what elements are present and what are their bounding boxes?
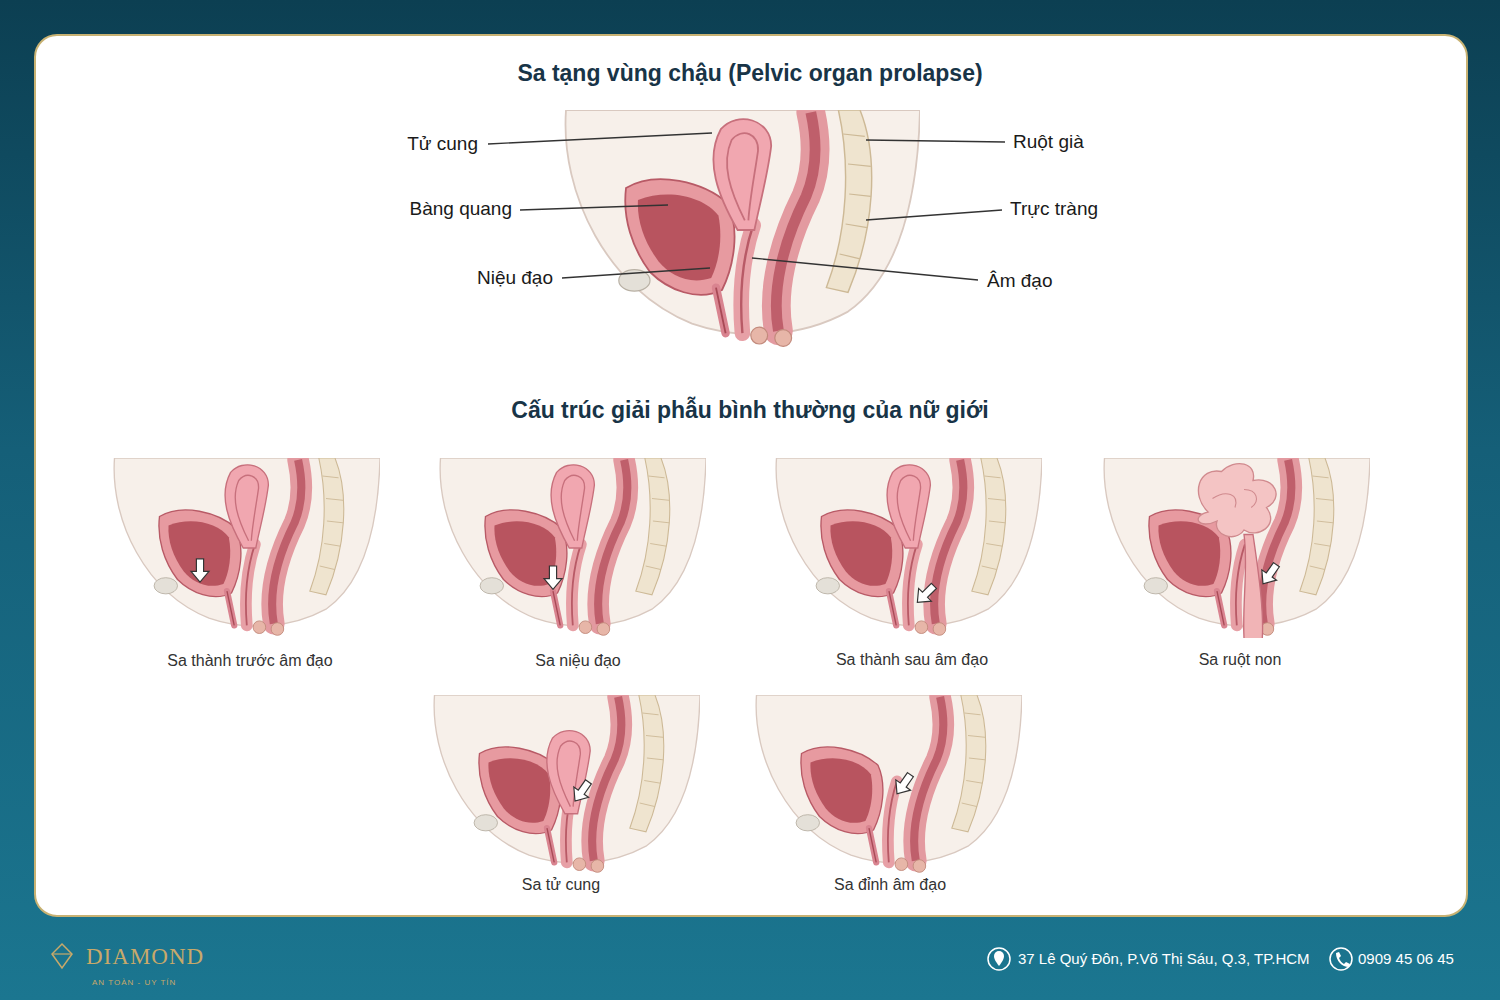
panel-uterine [434,695,700,872]
brand-slogan: AN TOÀN - UY TÍN [92,978,176,987]
panel-caption: Sa thành sau âm đạo [836,651,988,669]
organ-label: Tử cung [407,133,478,155]
panel-anterior [114,458,380,635]
panel-vault [756,695,1022,872]
panel-caption: Sa tử cung [522,876,600,894]
panel-caption: Sa thành trước âm đạo [167,652,332,670]
panel-urethra [440,458,706,635]
card [35,35,1467,916]
section-heading: Cấu trúc giải phẫu bình thường của nữ gi… [511,397,988,423]
panel-caption: Sa niệu đạo [535,652,620,670]
location-icon [988,948,1010,970]
panel-caption: Sa ruột non [1199,651,1282,669]
panel-posterior [776,458,1042,635]
organ-label: Ruột già [1013,131,1084,153]
organ-label: Trực tràng [1010,198,1098,220]
main-anatomy [565,110,920,346]
phone-icon [1330,948,1352,970]
organ-label: Âm đạo [987,270,1052,292]
brand-name: DIAMOND [86,944,204,970]
organ-label: Bàng quang [410,198,513,220]
organ-label: Niệu đạo [477,267,553,289]
leader-lines [488,133,1005,280]
panel-caption: Sa đỉnh âm đạo [834,876,946,894]
address-text: 37 Lê Quý Đôn, P.Võ Thị Sáu, Q.3, TP.HCM [1018,950,1310,967]
panel-enterocele [1104,458,1370,657]
main-title: Sa tạng vùng chậu (Pelvic organ prolapse… [517,60,982,86]
phone-text: 0909 45 06 45 [1358,950,1454,967]
logo-mark [52,944,72,968]
